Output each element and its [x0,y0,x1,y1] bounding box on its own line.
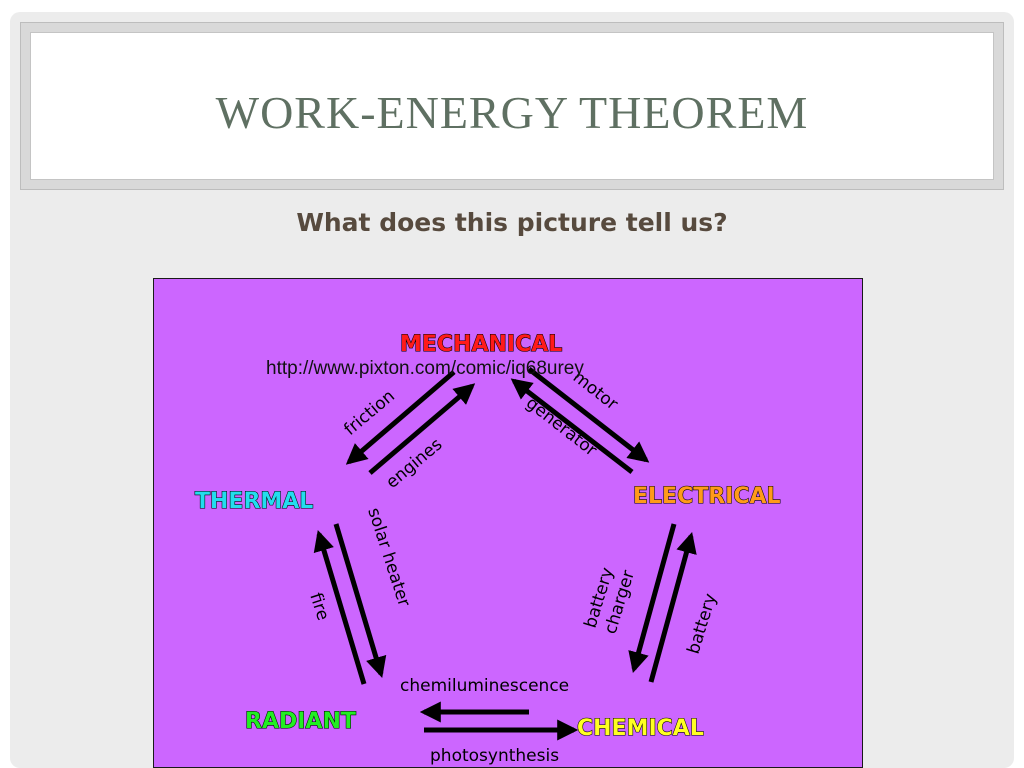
label-solar-heater: solar heater [363,505,414,609]
slide: WORK-ENERGY THEOREM What does this pictu… [10,12,1014,768]
arrow-chemical-to-electrical [648,531,697,683]
source-link[interactable]: http://www.pixton.com/comic/iq68urey [266,358,584,379]
arrow-electrical-to-chemical [628,523,677,674]
slide-title: WORK-ENERGY THEOREM [215,86,809,138]
arrow-radiant-to-thermal [313,529,367,685]
arrow-electrical-to-mechanical [510,378,634,474]
node-radiant: RADIANT [245,709,356,734]
label-engines: engines [382,434,446,492]
label-battery: battery [684,591,721,656]
label-photosynthesis: photosynthesis [430,746,559,766]
label-generator: generator [522,393,600,460]
arrow-mechanical-to-thermal [345,370,456,465]
node-thermal: THERMAL [195,489,313,514]
arrow-mechanical-to-electrical [527,367,650,463]
title-box: WORK-ENERGY THEOREM [30,32,994,180]
label-fire: fire [305,590,333,623]
node-mechanical: MECHANICAL [400,332,562,357]
node-chemical: CHEMICAL [577,716,704,741]
arrow-thermal-to-radiant [333,523,387,679]
energy-conversion-diagram: MECHANICAL THERMAL ELECTRICAL RADIANT CH… [153,278,863,768]
label-friction: friction [340,386,399,440]
arrow-thermal-to-mechanical [368,383,476,475]
slide-question: What does this picture tell us? [296,208,728,237]
diagram-canvas: MECHANICAL THERMAL ELECTRICAL RADIANT CH… [194,331,781,766]
label-chemiluminescence: chemiluminescence [400,676,569,696]
node-electrical: ELECTRICAL [633,484,781,509]
